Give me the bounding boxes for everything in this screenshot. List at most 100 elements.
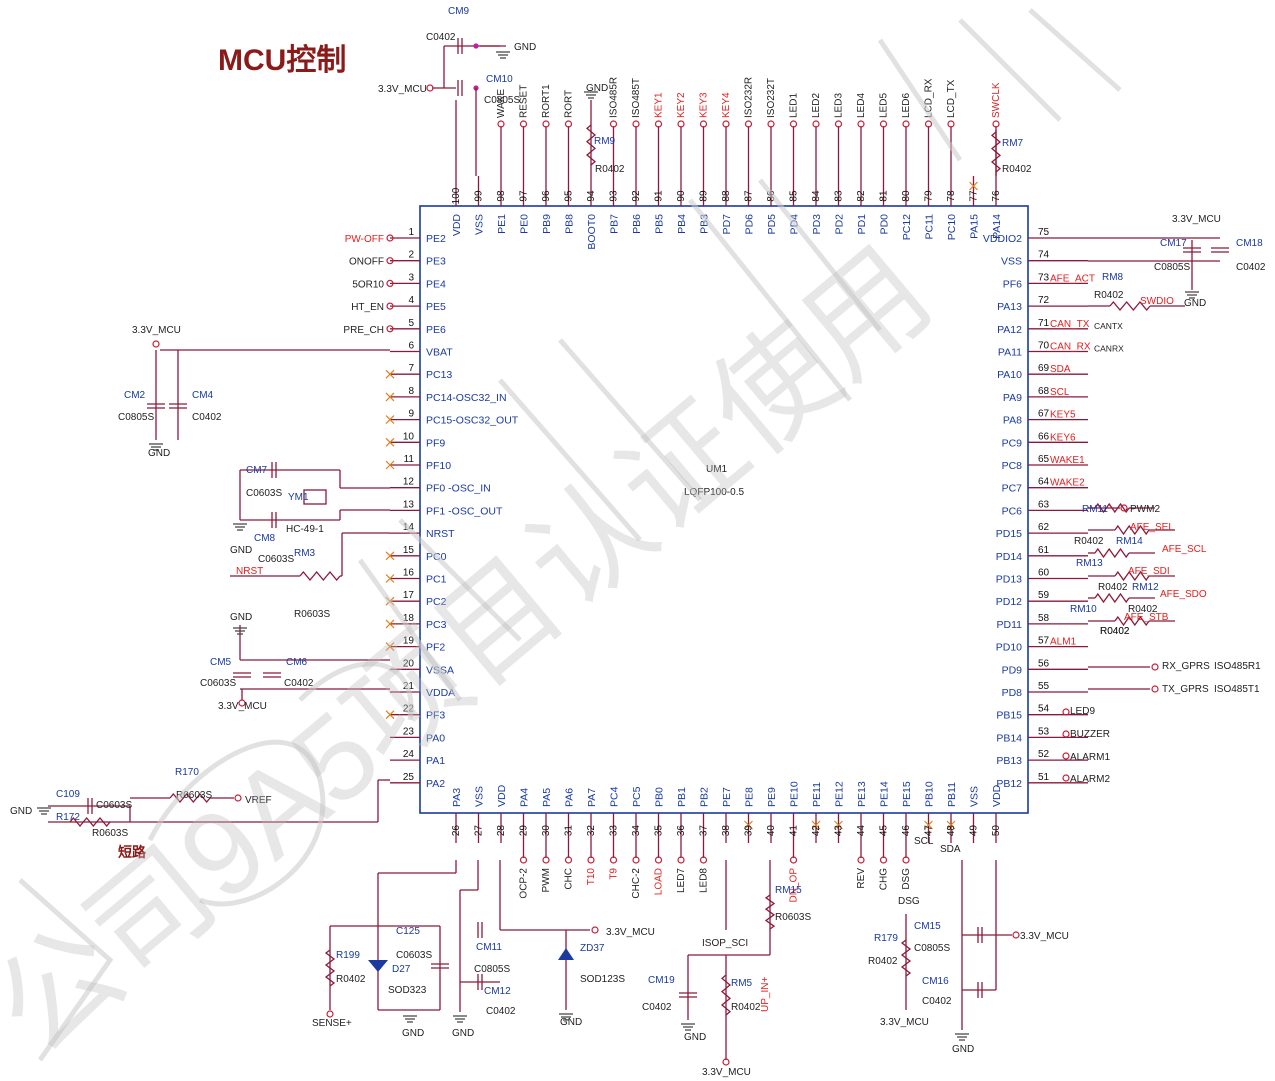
no-connect-mark	[385, 369, 395, 379]
resistor-symbol	[69, 816, 111, 828]
pin-terminal	[542, 856, 550, 864]
net-alias: CANTX	[1094, 321, 1123, 331]
no-connect-mark	[744, 820, 753, 830]
pin-number: 10	[403, 431, 415, 442]
pin-name: PD7	[721, 214, 733, 235]
component-label: C0603S	[200, 678, 236, 689]
net-label: KEY4	[721, 92, 732, 118]
net-label: WAKE2	[1050, 478, 1085, 489]
component-label: RX_GPRS	[1162, 661, 1210, 672]
component-label: PWM2	[1130, 504, 1160, 515]
component-label: HC-49-1	[286, 524, 324, 535]
pin-terminal	[632, 856, 640, 864]
component-label: CM6	[286, 657, 308, 668]
component-label: 3.3V_MCU	[1172, 214, 1221, 225]
component-label: CM10	[486, 74, 513, 85]
component-label: C0805S	[484, 95, 520, 106]
pin-number: 98	[496, 190, 507, 202]
resistor-symbol	[1109, 300, 1151, 312]
net-label: ALM1	[1050, 637, 1077, 648]
ground-icon	[1185, 291, 1199, 299]
pin-terminal	[1151, 663, 1159, 671]
net-label: CHC	[564, 868, 575, 890]
ground-icon	[584, 91, 598, 99]
pin-number: 44	[856, 825, 867, 837]
component-label: CM9	[448, 6, 470, 17]
component-label: R199	[336, 950, 360, 961]
pin-name: PA2	[426, 778, 445, 790]
component-label: CM12	[484, 986, 511, 997]
net-label: ISO485R	[609, 77, 620, 118]
component-label: 3.3V_MCU	[378, 84, 427, 95]
component-label: CM16	[922, 976, 949, 987]
pin-number: 5	[408, 318, 414, 329]
pin-name: BOOT0	[586, 214, 598, 250]
component-label: C0805S	[914, 943, 950, 954]
pin-number: 31	[564, 825, 575, 837]
pin-name: PA10	[997, 369, 1022, 381]
pin-name: PF3	[426, 710, 445, 722]
pin-name: VDDIO2	[983, 233, 1022, 245]
net-label: LOAD	[654, 868, 665, 895]
pin-number: 12	[403, 477, 415, 488]
component-label: C0603S	[96, 800, 132, 811]
pin-number: 85	[789, 190, 800, 202]
pin-terminal	[564, 120, 573, 128]
pin-name: PA11	[998, 347, 1022, 359]
pin-number: 90	[676, 190, 687, 202]
pin-name: VDD	[496, 784, 508, 807]
pin-terminal	[542, 120, 550, 128]
pin-name: PB11	[946, 782, 958, 807]
pin-number: 73	[1038, 272, 1050, 283]
component-label: C0402	[426, 32, 456, 43]
pin-number: 45	[879, 825, 890, 837]
pin-terminal	[234, 794, 242, 802]
pin-name: PD12	[996, 596, 1022, 608]
component-label: R0402	[1074, 536, 1104, 547]
resistor-symbol	[1094, 592, 1130, 604]
pin-name: PD15	[996, 528, 1022, 540]
component-label: RM7	[1002, 138, 1024, 149]
component-label: 3.3V_MCU	[606, 927, 655, 938]
component-label: R0402	[336, 974, 366, 985]
pin-name: PD8	[1002, 687, 1023, 699]
pin-name: PA6	[564, 788, 576, 807]
pin-name: PB2	[699, 787, 711, 807]
resistor-symbol	[1094, 547, 1130, 559]
pin-terminal	[879, 120, 888, 128]
pin-number: 3	[408, 272, 414, 283]
pin-name: PE12	[834, 781, 846, 807]
pin-name: PE15	[901, 781, 913, 807]
net-label: LED1	[789, 93, 800, 118]
pin-terminal	[654, 120, 663, 128]
pin-name: PC12	[901, 214, 913, 240]
power-terminal	[591, 926, 599, 934]
no-connect-mark	[385, 619, 395, 629]
power-terminal	[722, 1058, 730, 1066]
pin-number: 94	[586, 190, 597, 202]
component-label: R179	[874, 933, 898, 944]
pin-number: 28	[496, 825, 507, 837]
net-label: KEY1	[654, 92, 665, 118]
component-label: AFE_SCL	[1162, 544, 1207, 555]
component-label: C0402	[192, 412, 222, 423]
component-label: GND	[1184, 298, 1206, 309]
ground-icon	[37, 807, 51, 815]
component-label: CM5	[210, 657, 232, 668]
power-terminal	[152, 340, 160, 348]
pin-terminal	[767, 120, 775, 128]
pin-name: PD10	[996, 642, 1022, 654]
pin-number: 81	[879, 190, 890, 202]
pin-number: 61	[1038, 545, 1050, 556]
component-label: SCL	[914, 836, 934, 847]
component-label: CM17	[1160, 238, 1187, 249]
no-connect-mark	[834, 820, 843, 830]
pin-name: PA13	[997, 301, 1022, 313]
component-label: R0402	[1100, 626, 1130, 637]
component-label: ZD37	[580, 943, 605, 954]
net-label: LED6	[901, 93, 912, 118]
pin-name: PB13	[996, 755, 1022, 767]
pin-name: PB6	[631, 214, 643, 234]
pin-terminal	[386, 257, 394, 265]
pin-number: 47	[924, 825, 935, 837]
